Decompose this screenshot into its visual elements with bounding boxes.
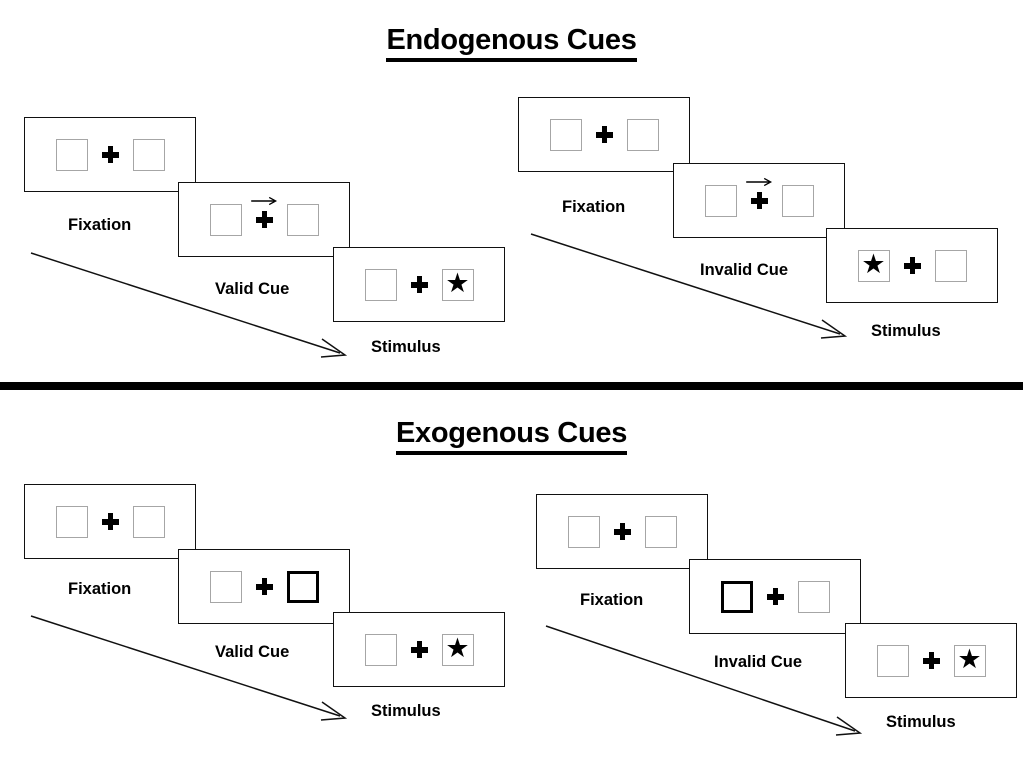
caption-endogenous-valid-stimulus: Stimulus (371, 338, 441, 356)
fixation-cross-icon (746, 177, 773, 209)
right-box (934, 249, 967, 282)
fixation-cross-icon (251, 196, 278, 228)
fixation-cross-icon (613, 523, 631, 540)
fixation-cross-icon (410, 276, 428, 293)
panel-inner: ★ (364, 633, 474, 666)
right-box: ★ (953, 644, 986, 677)
left-box (876, 644, 909, 677)
caption-endogenous-invalid-fixation: Fixation (562, 198, 626, 216)
panel-inner: ★ (876, 644, 986, 677)
left-box (567, 515, 600, 548)
star-icon: ★ (957, 644, 982, 674)
left-box (549, 118, 582, 151)
panel-exogenous-invalid-stimulus: ★ (845, 623, 1017, 698)
panel-exogenous-invalid-fixation (536, 494, 708, 569)
panel-endogenous-valid-fixation (24, 117, 196, 192)
section-title-exogenous: Exogenous Cues (0, 417, 1023, 455)
right-box (132, 138, 165, 171)
left-box (209, 570, 242, 603)
panel-inner (55, 505, 165, 538)
flow-arrow-exogenous-valid (30, 615, 348, 721)
fixation-cross-icon (922, 652, 940, 669)
fixation-cross-icon (595, 126, 613, 143)
fixation-cross-icon (101, 146, 119, 163)
left-box (55, 505, 88, 538)
caption-endogenous-invalid-stimulus: Stimulus (871, 322, 941, 340)
right-box (286, 203, 319, 236)
panel-endogenous-invalid-cue (673, 163, 845, 238)
section-title-endogenous-text: Endogenous Cues (386, 24, 637, 62)
caption-endogenous-valid-cue: Valid Cue (215, 280, 290, 298)
panel-inner (209, 570, 319, 603)
panel-exogenous-invalid-cue (689, 559, 861, 634)
panel-exogenous-valid-cue (178, 549, 350, 624)
caption-exogenous-invalid-cue: Invalid Cue (714, 653, 803, 671)
fixation-cross-icon (255, 578, 273, 595)
section-title-exogenous-text: Exogenous Cues (395, 417, 627, 455)
panel-exogenous-valid-stimulus: ★ (333, 612, 505, 687)
right-box: ★ (441, 268, 474, 301)
panel-inner (549, 118, 659, 151)
fixation-cross-icon (101, 513, 119, 530)
panel-endogenous-invalid-stimulus: ★ (826, 228, 998, 303)
left-box: ★ (857, 249, 890, 282)
right-arrow-icon (746, 177, 773, 187)
left-box (209, 203, 242, 236)
panel-exogenous-valid-fixation (24, 484, 196, 559)
right-arrow-icon (251, 196, 278, 206)
caption-exogenous-valid-cue: Valid Cue (215, 643, 290, 661)
flow-arrow-endogenous-valid (30, 252, 348, 358)
right-box (781, 184, 814, 217)
left-box (364, 633, 397, 666)
panel-inner (209, 196, 319, 236)
fixation-cross-icon (903, 257, 921, 274)
panel-endogenous-valid-cue (178, 182, 350, 257)
star-icon: ★ (445, 633, 470, 663)
left-box (55, 138, 88, 171)
panel-inner (704, 177, 814, 217)
flow-arrow-exogenous-invalid (545, 625, 863, 736)
panel-endogenous-invalid-fixation (518, 97, 690, 172)
section-title-endogenous: Endogenous Cues (0, 24, 1023, 62)
fixation-cross-icon (766, 588, 784, 605)
left-box (364, 268, 397, 301)
left-box-cued (720, 580, 753, 613)
right-box (132, 505, 165, 538)
fixation-cross-icon (410, 641, 428, 658)
caption-exogenous-valid-fixation: Fixation (68, 580, 132, 598)
caption-exogenous-invalid-stimulus: Stimulus (886, 713, 956, 731)
right-box: ★ (441, 633, 474, 666)
left-box (704, 184, 737, 217)
section-divider (0, 382, 1023, 390)
caption-exogenous-invalid-fixation: Fixation (580, 591, 644, 609)
caption-endogenous-invalid-cue: Invalid Cue (700, 261, 789, 279)
panel-inner (55, 138, 165, 171)
right-box-cued (286, 570, 319, 603)
right-box (626, 118, 659, 151)
panel-inner (720, 580, 830, 613)
right-box (644, 515, 677, 548)
panel-inner (567, 515, 677, 548)
star-icon: ★ (445, 268, 470, 298)
caption-exogenous-valid-stimulus: Stimulus (371, 702, 441, 720)
right-box (797, 580, 830, 613)
flow-arrow-endogenous-invalid (530, 233, 848, 339)
panel-inner: ★ (364, 268, 474, 301)
star-icon: ★ (861, 249, 886, 279)
panel-endogenous-valid-stimulus: ★ (333, 247, 505, 322)
panel-inner: ★ (857, 249, 967, 282)
caption-endogenous-valid-fixation: Fixation (68, 216, 132, 234)
